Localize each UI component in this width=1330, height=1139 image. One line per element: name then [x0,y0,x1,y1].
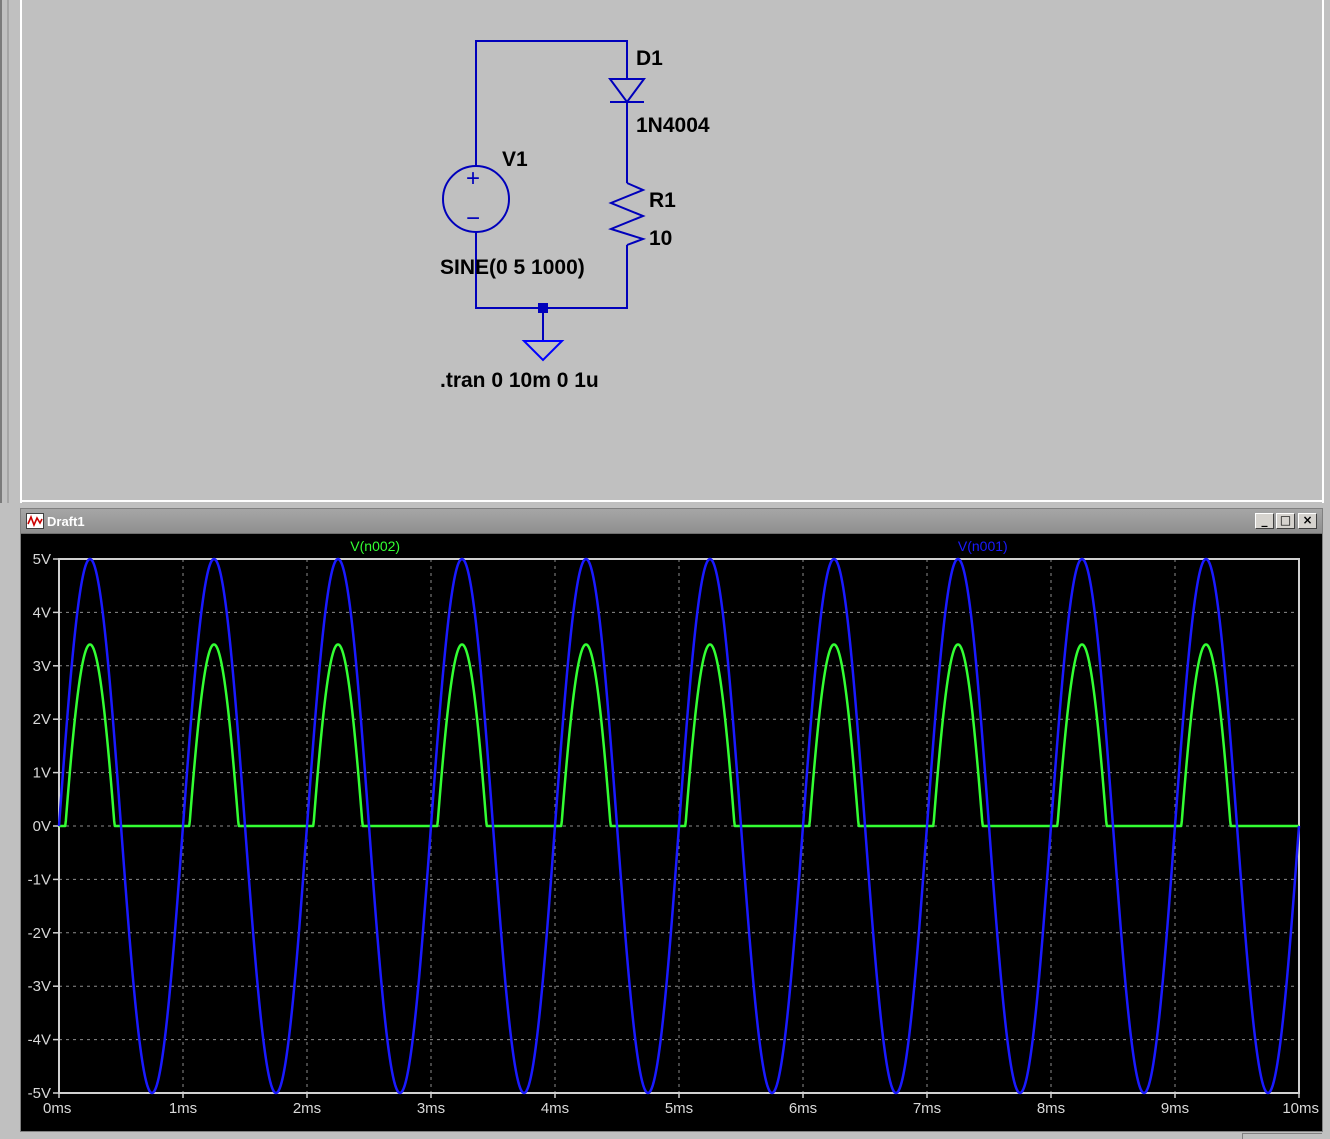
diode-model-label[interactable]: 1N4004 [636,114,710,137]
status-bar [0,1133,1330,1139]
source-minus-sign: − [466,205,481,232]
voltage-source-v1-symbol[interactable] [442,165,510,233]
source-ref-label[interactable]: V1 [502,148,528,171]
x-tick-label: 0ms [43,1100,71,1117]
source-value-label[interactable]: SINE(0 5 1000) [440,256,585,279]
spice-directive[interactable]: .tran 0 10m 0 1u [440,369,599,392]
minimize-button[interactable]: _ [1255,513,1274,529]
x-tick-label: 5ms [665,1100,693,1117]
y-tick-label: -1V [28,871,51,888]
resistor-r1-symbol[interactable] [608,182,647,246]
y-tick-label: 2V [33,711,51,728]
plot-window-title: Draft1 [47,514,85,529]
axis-ticks: 0ms 1ms 2ms 3ms 4ms 5ms 6ms 7ms 8ms 9ms 10ms 5V 4V 3V… [28,551,1319,1117]
resistor-value-label[interactable]: 10 [649,227,673,250]
y-tick-label: 0V [33,818,51,835]
schematic-canvas[interactable] [0,0,1330,503]
source-plus-sign: + [466,165,481,192]
plot-legend: V(n002) V(n001) [350,538,1007,554]
x-tick-label: 6ms [789,1100,817,1117]
x-tick-label: 3ms [417,1100,445,1117]
plot-series [57,557,1301,1095]
x-tick-label: 9ms [1161,1100,1189,1117]
series-line-vn001 [57,557,1301,1095]
maximize-button[interactable]: □ [1276,513,1295,529]
wire-group [475,40,628,341]
schematic-editor[interactable]: + − D1 1N4004 V1 R1 10 SINE(0 5 1000) .t… [0,0,1330,503]
x-tick-label: 4ms [541,1100,569,1117]
y-tick-label: 3V [33,658,51,675]
legend-label-vn001[interactable]: V(n001) [958,538,1008,554]
status-bar-panel [1242,1133,1322,1139]
x-tick-label: 8ms [1037,1100,1065,1117]
close-button[interactable]: × [1298,513,1317,529]
y-tick-label: 5V [33,551,51,568]
x-tick-label: 1ms [169,1100,197,1117]
resistor-ref-label[interactable]: R1 [649,189,676,212]
x-tick-label: 10ms [1282,1100,1319,1117]
waveform-viewer-window[interactable]: Draft1 _ □ × 0ms 1ms 2ms 3ms 4ms 5ms 6ms 7ms 8ms… [20,508,1323,1132]
legend-label-vn002[interactable]: V(n002) [350,538,400,554]
x-tick-label: 2ms [293,1100,321,1117]
x-tick-label: 7ms [913,1100,941,1117]
y-tick-label: -3V [28,978,51,995]
ground-symbol[interactable] [521,340,565,362]
junction-dot [538,303,548,313]
wire-top[interactable] [475,40,628,166]
plot-title-bar[interactable]: Draft1 _ □ × [21,509,1322,534]
waveform-icon [26,513,44,529]
y-tick-label: -2V [28,925,51,942]
y-tick-label: -4V [28,1032,51,1049]
wire-bottom[interactable] [475,232,628,309]
y-tick-label: -5V [28,1085,51,1102]
y-tick-label: 1V [33,765,51,782]
waveform-plot[interactable]: 0ms 1ms 2ms 3ms 4ms 5ms 6ms 7ms 8ms 9ms 10ms 5V 4V 3V… [21,534,1322,1131]
diode-d1-symbol[interactable] [608,78,646,104]
y-tick-label: 4V [33,604,51,621]
diode-ref-label[interactable]: D1 [636,47,663,70]
